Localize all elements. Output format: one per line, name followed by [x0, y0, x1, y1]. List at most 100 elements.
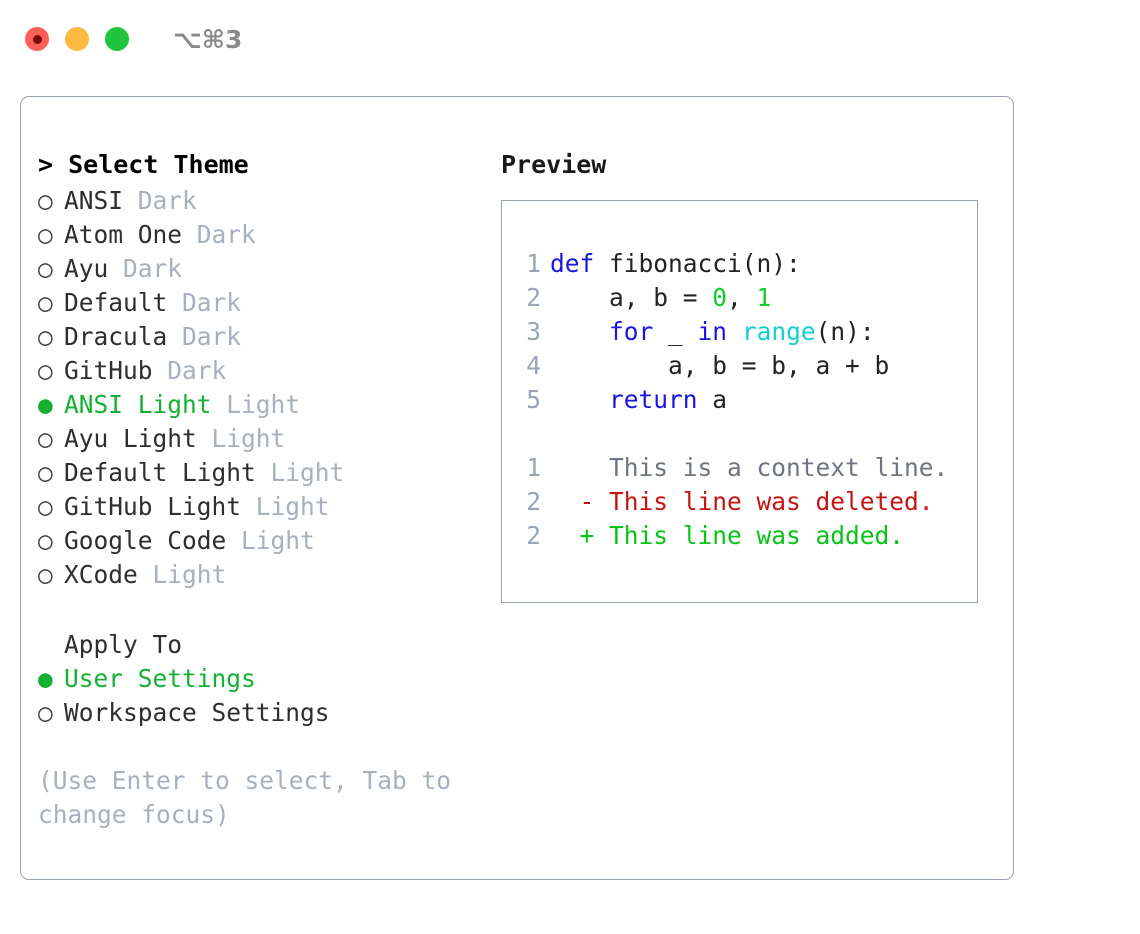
title-bar: ⌥⌘3: [0, 0, 1140, 78]
theme-name: Ayu Light: [64, 424, 197, 453]
recording-indicator-icon: [32, 34, 42, 44]
theme-list-item[interactable]: ○ Default Dark: [38, 286, 488, 320]
theme-list-item[interactable]: ○XCode Light: [38, 558, 488, 592]
spacer: [167, 286, 182, 320]
spacer: [153, 354, 168, 388]
code-line: 5 return a: [513, 383, 969, 417]
radio-unselected-icon[interactable]: ○: [38, 698, 53, 727]
theme-name: Default: [64, 288, 168, 317]
theme-name: Default Light: [64, 458, 256, 487]
spacer: [241, 490, 256, 524]
apply-to-option[interactable]: ○ Workspace Settings: [38, 696, 488, 730]
radio-unselected-icon[interactable]: ○: [38, 526, 53, 555]
radio-unselected-icon[interactable]: ○: [38, 254, 53, 283]
code-token-kw: in: [697, 317, 728, 346]
minimize-window-button[interactable]: [65, 27, 89, 51]
preview-separator: [513, 417, 969, 451]
theme-name: ANSI: [64, 186, 124, 215]
apply-to-options[interactable]: ●User Settings○ Workspace Settings: [38, 662, 488, 730]
code-line: 1 def fibonacci(n):: [513, 247, 969, 281]
code-token-plain: _: [653, 317, 698, 346]
theme-list-item[interactable]: ○ ANSI Dark: [38, 184, 488, 218]
keyboard-hint: (Use Enter to select, Tab to change focu…: [38, 764, 488, 832]
code-token-plain: (n):: [815, 317, 875, 346]
code-token-num: 0: [712, 283, 728, 312]
preview-title: Preview: [501, 150, 607, 179]
theme-kind-label: Light: [226, 390, 301, 419]
theme-list[interactable]: ○ ANSI Dark ○ Atom One Dark ○ Ayu Dark ○ Defaul…: [38, 184, 488, 592]
theme-name: Google Code: [64, 526, 227, 555]
theme-kind-label: Dark: [182, 322, 242, 351]
code-token-num: 1: [756, 283, 772, 312]
theme-kind-label: Light: [211, 424, 286, 453]
code-line-number: 1: [526, 249, 541, 278]
theme-kind-label: Dark: [196, 220, 256, 249]
radio-unselected-icon[interactable]: ○: [38, 322, 53, 351]
apply-to-option-label: Workspace Settings: [64, 698, 330, 727]
code-line-content: return a: [550, 383, 727, 417]
code-token-plain: a: [697, 385, 728, 414]
spacer: [182, 218, 197, 252]
theme-list-item[interactable]: ● ANSI Light Light: [38, 388, 488, 422]
radio-unselected-icon[interactable]: ○: [38, 288, 53, 317]
radio-selected-icon[interactable]: ●: [38, 664, 53, 693]
code-token-plain: ,: [727, 283, 757, 312]
radio-unselected-icon[interactable]: ○: [38, 424, 53, 453]
theme-kind-label: Light: [152, 560, 227, 589]
diff-line-content-ctx: This is a context line.: [550, 453, 949, 482]
keyboard-hint-line-1: (Use Enter to select, Tab to: [38, 766, 452, 795]
theme-list-item[interactable]: ○GitHub Dark: [38, 354, 488, 388]
theme-list-item[interactable]: ○ Atom One Dark: [38, 218, 488, 252]
radio-unselected-icon[interactable]: ○: [38, 458, 53, 487]
spacer: [226, 524, 241, 558]
code-line-number: 5: [526, 385, 541, 414]
radio-unselected-icon[interactable]: ○: [38, 356, 53, 385]
diff-line-content-del: - This line was deleted.: [550, 487, 934, 516]
code-token-plain: a, b =: [550, 283, 713, 312]
radio-unselected-icon[interactable]: ○: [38, 220, 53, 249]
radio-selected-icon[interactable]: ●: [38, 390, 53, 419]
close-window-button[interactable]: [25, 27, 49, 51]
radio-unselected-icon[interactable]: ○: [38, 560, 53, 589]
apply-to-option[interactable]: ●User Settings: [38, 662, 488, 696]
keyboard-hint-line-2: change focus): [38, 800, 230, 829]
radio-unselected-icon[interactable]: ○: [38, 186, 53, 215]
theme-kind-label: Dark: [137, 186, 197, 215]
diff-line-number: 2: [526, 521, 541, 550]
theme-kind-label: Dark: [167, 356, 227, 385]
code-line-content: a, b = 0, 1: [550, 281, 771, 315]
theme-name: Atom One: [64, 220, 183, 249]
code-line-number: 4: [526, 351, 541, 380]
theme-kind-label: Light: [255, 492, 330, 521]
code-line-content: def fibonacci(n):: [550, 247, 801, 281]
theme-list-item[interactable]: ○ Default Light Light: [38, 456, 488, 490]
theme-name: GitHub Light: [64, 492, 242, 521]
spacer: [123, 184, 138, 218]
theme-list-item[interactable]: ○Dracula Dark: [38, 320, 488, 354]
code-token-plain: [550, 317, 609, 346]
theme-list-item[interactable]: ○ GitHub Light Light: [38, 490, 488, 524]
code-token-kw: def: [550, 249, 595, 278]
apply-to-section: Apply To ●User Settings○ Workspace Settin…: [38, 628, 488, 730]
radio-unselected-icon[interactable]: ○: [38, 492, 53, 521]
code-line: 4 a, b = b, a + b: [513, 349, 969, 383]
code-token-plain: fibonacci(n):: [594, 249, 801, 278]
theme-kind-label: Light: [241, 526, 315, 555]
code-token-fn: range: [741, 317, 816, 346]
theme-name: Ayu: [64, 254, 109, 283]
spacer: [138, 558, 153, 592]
theme-selector-column: > Select Theme ○ANSI Dark○Atom One Dark○…: [38, 147, 488, 832]
code-token-kw: for: [609, 317, 654, 346]
apply-to-label: Apply To: [64, 630, 183, 659]
maximize-window-button[interactable]: [105, 27, 129, 51]
theme-list-item[interactable]: ○ Ayu Light Light: [38, 422, 488, 456]
theme-list-item[interactable]: ○ Google Code Light: [38, 524, 488, 558]
theme-name: ANSI Light: [64, 390, 212, 419]
theme-kind-label: Dark: [182, 288, 242, 317]
spacer: [108, 252, 123, 286]
theme-list-item[interactable]: ○Ayu Dark: [38, 252, 488, 286]
theme-kind-label: Light: [270, 458, 345, 487]
diff-line-content-add: + This line was added.: [550, 521, 905, 550]
